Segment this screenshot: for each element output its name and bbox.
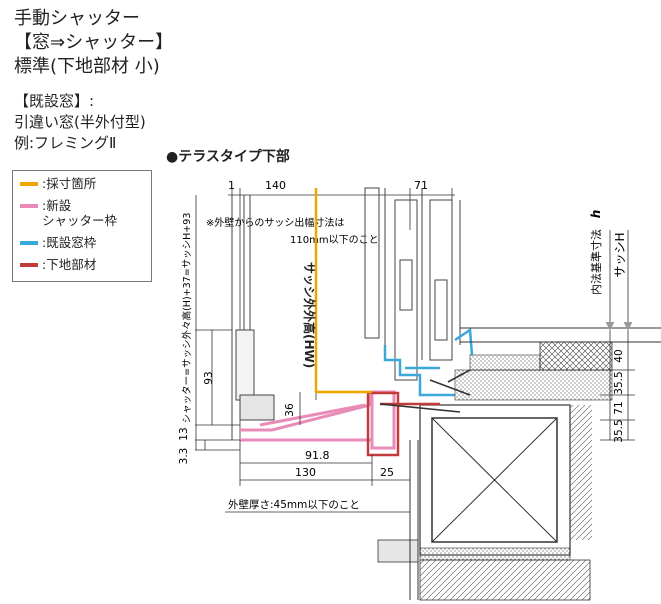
dim-93-left: 93 xyxy=(203,371,215,384)
shutter-body xyxy=(231,195,275,440)
dim-top-140: 140 xyxy=(265,179,286,192)
legend-item-base-member: :下地部材 xyxy=(20,257,96,272)
inner-standard-label: 内法基準寸法 xyxy=(589,229,603,295)
legend-label-existing-frame: :既設窓枠 xyxy=(42,235,97,250)
measure-lines xyxy=(314,188,372,394)
sash-h-label: サッシH xyxy=(613,232,627,277)
dim-130: 130 xyxy=(295,466,316,479)
inner-standard-h: h xyxy=(589,210,603,219)
bottom-dimensions xyxy=(239,440,411,486)
dim-35-5-b: 35.5 xyxy=(613,419,625,442)
legend-swatch-measure xyxy=(20,182,38,186)
legend-swatch-new-frame xyxy=(20,204,38,208)
section-title: ●テラスタイプ下部 xyxy=(166,149,290,165)
foundation-wall xyxy=(377,404,592,601)
title-line-3: 標準(下地部材 小) xyxy=(14,56,160,77)
dim-35-5-a: 35.5 xyxy=(613,371,625,394)
screws xyxy=(379,369,471,413)
legend-box xyxy=(12,170,152,282)
base-member-red xyxy=(366,391,440,457)
right-dimensions xyxy=(600,230,635,441)
legend-swatch-existing-frame xyxy=(20,241,38,245)
note-line-1: ※外壁からのサッシ出幅寸法は xyxy=(206,216,344,229)
legend-label-measure: :採寸箇所 xyxy=(42,176,97,191)
existing-window-type: 引違い窓(半外付型) xyxy=(14,113,146,131)
legend-label-base-member: :下地部材 xyxy=(42,257,97,272)
sash-height-label: サッシ外外高(HW) xyxy=(302,262,317,368)
legend-label-new-frame: :新設 シャッター枠 xyxy=(42,198,118,228)
left-dimensions xyxy=(195,195,240,451)
title-line-2: 【窓⇒シャッター】 xyxy=(14,32,174,53)
legend-item-existing-frame: :既設窓枠 xyxy=(20,235,96,250)
note-line-2: 110mm以下のこと xyxy=(290,234,379,246)
wall-note: 外壁厚さ:45mm以下のこと xyxy=(228,498,360,511)
dim-3-3-left: 3.3 xyxy=(178,448,190,465)
existing-frame-blue xyxy=(383,327,474,397)
dim-top-71: 71 xyxy=(414,179,428,192)
dim-40: 40 xyxy=(613,349,625,362)
legend-item-new-frame: :新設 シャッター枠 xyxy=(20,198,117,228)
dim-13-left: 13 xyxy=(178,427,190,440)
legend-swatch-base-member xyxy=(20,263,38,267)
vertical-formula: シャッター=サッシ外々高(H)+37=サッシH+93 xyxy=(181,213,193,424)
title-line-1: 手動シャッター xyxy=(14,8,140,29)
dim-36: 36 xyxy=(284,403,296,417)
existing-window-heading: 【既設窓】: xyxy=(14,92,95,110)
dim-top-1: 1 xyxy=(228,179,235,192)
dim-91-8: 91.8 xyxy=(305,449,330,462)
existing-window-example: 例:フレミングⅡ xyxy=(14,134,117,152)
dim-71-right: 71 xyxy=(613,401,625,414)
legend-item-measure: :採寸箇所 xyxy=(20,176,96,191)
dim-25: 25 xyxy=(380,466,394,479)
floor-slab xyxy=(454,327,661,401)
existing-window-frame xyxy=(364,187,461,381)
